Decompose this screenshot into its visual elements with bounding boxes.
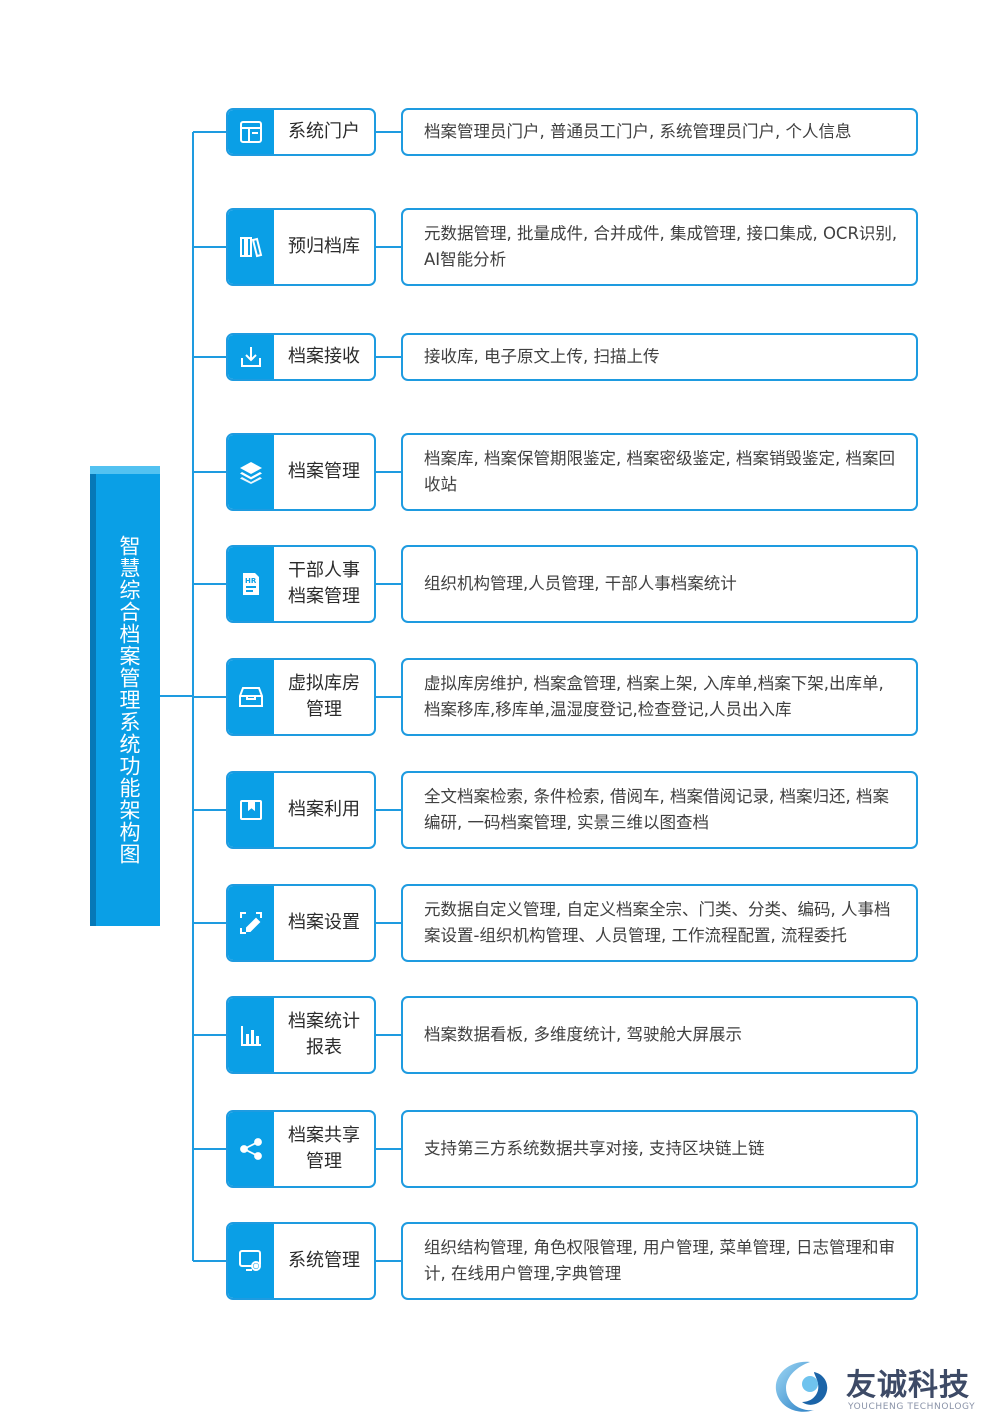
module-label: 档案管理: [288, 460, 360, 482]
hr-document-icon: HR: [228, 547, 274, 621]
branch-line: [193, 1260, 226, 1262]
module-label: 档案接收: [288, 345, 360, 367]
detail-line: [376, 1148, 401, 1150]
share-icon: [228, 1112, 274, 1186]
module-system-portal: 系统门户: [226, 108, 376, 156]
branch-line: [193, 696, 226, 698]
portal-icon: [228, 110, 274, 154]
archive-box-icon: [228, 660, 274, 734]
root-bar-side-face: [90, 474, 96, 926]
branch-line: [193, 131, 226, 133]
detail-line: [376, 246, 401, 248]
detail-line: [376, 696, 401, 698]
svg-text:HR: HR: [245, 577, 257, 585]
module-cadre-personnel: HR 干部人事 档案管理: [226, 545, 376, 623]
branch-line: [193, 922, 226, 924]
branch-line: [193, 809, 226, 811]
module-description-pre-archive-library: 元数据管理, 批量成件, 合并成件, 集成管理, 接口集成, OCR识别, AI…: [401, 208, 918, 286]
detail-line: [376, 1034, 401, 1036]
module-label: 档案利用: [288, 798, 360, 820]
module-pre-archive-library: 预归档库: [226, 208, 376, 286]
module-label: 系统管理: [288, 1249, 360, 1271]
branch-line: [193, 246, 226, 248]
root-line: [160, 695, 193, 697]
detail-line: [376, 471, 401, 473]
module-description-archive-settings: 元数据自定义管理, 自定义档案全宗、门类、分类、编码, 人事档案设置-组织机构管…: [401, 884, 918, 962]
branch-line: [193, 1034, 226, 1036]
detail-line: [376, 1260, 401, 1262]
module-description-archive-utilization: 全文档案检索, 条件检索, 借阅车, 档案借阅记录, 档案归还, 档案编研, 一…: [401, 771, 918, 849]
logo-name: 友诚科技: [846, 1368, 970, 1403]
module-archive-sharing: 档案共享 管理: [226, 1110, 376, 1188]
root-bar-top-face: [90, 466, 160, 474]
root-bar-front-face: [96, 474, 160, 926]
root-title: 智慧综合档案管理系统功能架构图: [116, 535, 141, 865]
books-icon: [228, 210, 274, 284]
module-archive-utilization: 档案利用: [226, 771, 376, 849]
detail-line: [376, 583, 401, 585]
module-label: 系统门户: [288, 120, 360, 142]
module-archive-settings: 档案设置: [226, 884, 376, 962]
root-title-bar: 智慧综合档案管理系统功能架构图: [90, 466, 160, 926]
module-label: 干部人事 档案管理: [288, 559, 360, 607]
detail-line: [376, 922, 401, 924]
logo-mark-icon: [775, 1361, 828, 1412]
module-description-archive-management: 档案库, 档案保管期限鉴定, 档案密级鉴定, 档案销毁鉴定, 档案回收站: [401, 433, 918, 511]
module-archive-receiving: 档案接收: [226, 333, 376, 381]
logo-subtitle: YOUCHENG TECHNOLOGY: [848, 1402, 976, 1412]
company-logo: 友诚科技 YOUCHENG TECHNOLOGY: [770, 1358, 990, 1416]
module-label: 档案统计 报表: [288, 1010, 360, 1058]
detail-line: [376, 809, 401, 811]
module-archive-statistics: 档案统计 报表: [226, 996, 376, 1074]
module-label: 档案共享 管理: [288, 1124, 360, 1172]
detail-line: [376, 356, 401, 358]
branch-line: [193, 471, 226, 473]
module-description-archive-receiving: 接收库, 电子原文上传, 扫描上传: [401, 333, 918, 381]
module-archive-management: 档案管理: [226, 433, 376, 511]
module-label: 档案设置: [288, 911, 360, 933]
edit-settings-icon: [228, 886, 274, 960]
module-description-virtual-warehouse: 虚拟库房维护, 档案盒管理, 档案上架, 入库单,档案下架,出库单, 档案移库,…: [401, 658, 918, 736]
module-system-management: 系统管理: [226, 1222, 376, 1300]
branch-line: [193, 583, 226, 585]
detail-line: [376, 131, 401, 133]
module-description-system-management: 组织结构管理, 角色权限管理, 用户管理, 菜单管理, 日志管理和审计, 在线用…: [401, 1222, 918, 1300]
download-tray-icon: [228, 335, 274, 379]
module-label: 虚拟库房 管理: [288, 672, 360, 720]
layers-icon: [228, 435, 274, 509]
module-description-archive-sharing: 支持第三方系统数据共享对接, 支持区块链上链: [401, 1110, 918, 1188]
bar-chart-icon: [228, 998, 274, 1072]
module-description-cadre-personnel: 组织机构管理,人员管理, 干部人事档案统计: [401, 545, 918, 623]
module-virtual-warehouse: 虚拟库房 管理: [226, 658, 376, 736]
monitor-gear-icon: [228, 1224, 274, 1298]
module-description-system-portal: 档案管理员门户, 普通员工门户, 系统管理员门户, 个人信息: [401, 108, 918, 156]
trunk-line: [192, 132, 194, 1261]
module-label: 预归档库: [288, 235, 360, 257]
branch-line: [193, 356, 226, 358]
branch-line: [193, 1148, 226, 1150]
module-description-archive-statistics: 档案数据看板, 多维度统计, 驾驶舱大屏展示: [401, 996, 918, 1074]
bookmark-icon: [228, 773, 274, 847]
